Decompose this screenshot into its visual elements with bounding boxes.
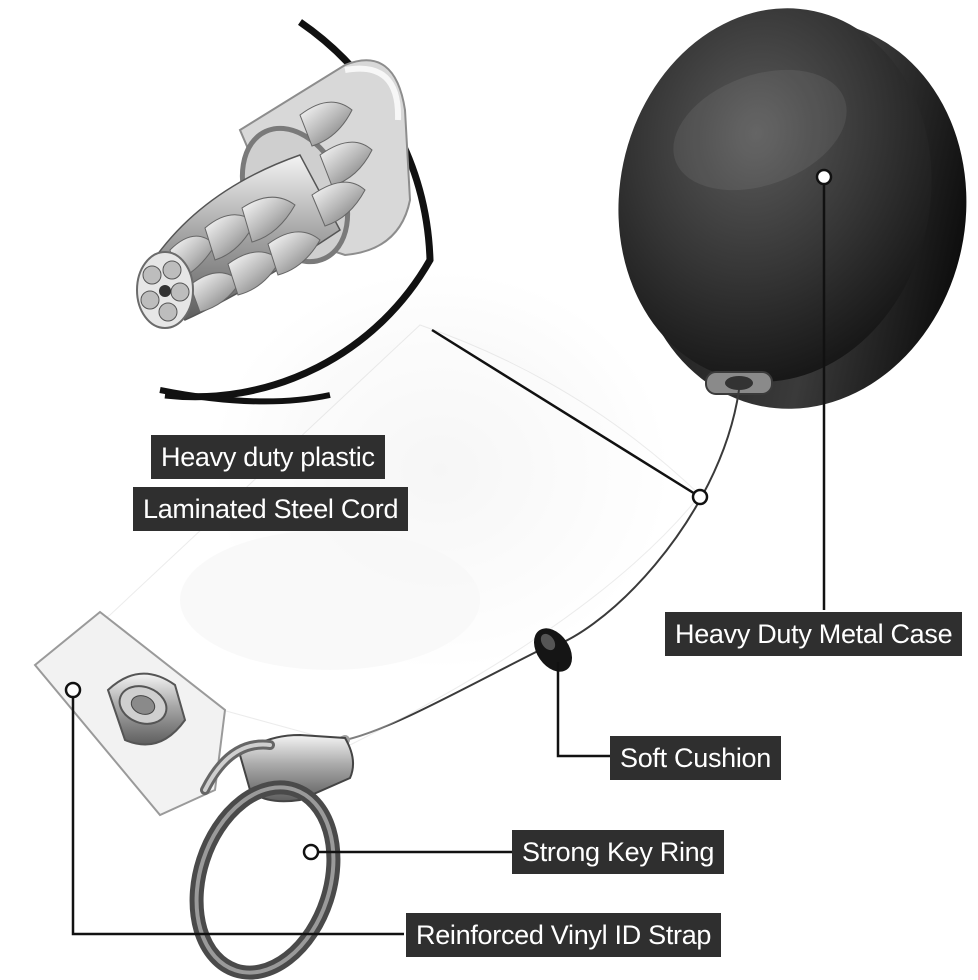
background-glow — [180, 270, 670, 670]
leader-line-cord — [431, 328, 701, 499]
dot-case — [815, 168, 833, 186]
label-heavy-duty-metal-case: Heavy Duty Metal Case — [665, 612, 963, 656]
clear-plastic-strap-fan — [38, 324, 701, 746]
leader-line-cushion — [556, 662, 610, 758]
label-heavy-duty-plastic: Heavy duty plastic — [151, 435, 385, 479]
label-soft-cushion: Soft Cushion — [610, 736, 781, 780]
dot-strap — [64, 681, 82, 699]
label-reinforced-vinyl-id-strap: Reinforced Vinyl ID Strap — [406, 913, 722, 957]
leader-lines — [71, 177, 826, 936]
dot-cord — [691, 488, 709, 506]
cable-magnifier — [136, 19, 434, 405]
soft-cushion — [533, 628, 573, 672]
vinyl-id-strap — [33, 610, 227, 817]
dot-ring — [302, 843, 320, 861]
callout-dots — [64, 168, 833, 861]
label-laminated-steel-cord: Laminated Steel Cord — [133, 487, 409, 531]
metal-case — [618, 8, 967, 409]
label-strong-key-ring: Strong Key Ring — [512, 830, 725, 874]
steel-strands — [136, 101, 373, 329]
key-ring — [189, 780, 341, 980]
leader-line-strap — [71, 690, 404, 936]
